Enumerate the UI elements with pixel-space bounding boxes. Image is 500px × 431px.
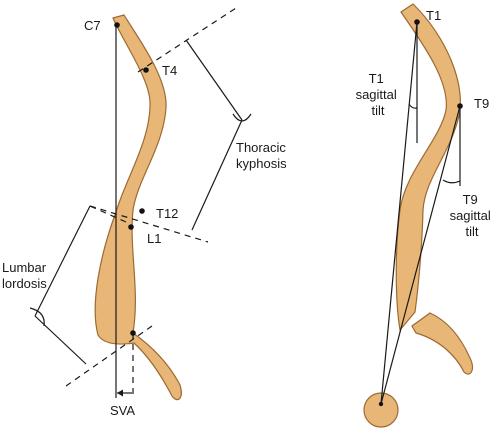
femoral-head	[363, 392, 399, 428]
thoracic-kyphosis-label: Thoracic kyphosis	[236, 140, 289, 171]
t4-perpendicular	[185, 39, 243, 121]
sva-label: SVA	[110, 403, 135, 418]
lumbar-lordosis-label-line-1: Lumbar	[2, 260, 47, 275]
t9-to-femoral-head-line	[380, 105, 461, 405]
left-spine-shape	[94, 14, 182, 401]
t9-sagittal-tilt-label-line-1: T9	[463, 192, 478, 207]
t1-to-femoral-head-line	[380, 21, 418, 405]
t1-sagittal-tilt-label-line-2: sagittal	[356, 87, 397, 102]
t12-endplate-line	[89, 205, 209, 243]
lumbar-lordosis-label: Lumbar lordosis	[2, 260, 50, 291]
lordosis-angle-arc	[29, 307, 45, 327]
t9-sagittal-tilt-label: T9 sagittal tilt	[450, 192, 495, 239]
thoracic-kyphosis-label-line-2: kyphosis	[236, 156, 287, 171]
t1-tilt-arc	[408, 103, 418, 109]
t9-point	[457, 103, 463, 109]
t4-label: T4	[162, 63, 177, 78]
t12-label: T12	[156, 206, 178, 221]
t1-point	[414, 19, 420, 25]
thoracic-kyphosis-label-line-1: Thoracic	[236, 140, 286, 155]
t9-sagittal-tilt-label-line-2: sagittal	[450, 208, 491, 223]
s1-perpendicular	[34, 315, 87, 365]
t1-label: T1	[426, 8, 441, 23]
t4-endplate-line	[137, 7, 237, 73]
t9-sagittal-tilt-label-line-3: tilt	[466, 224, 479, 239]
t12-point	[139, 208, 145, 214]
kyphosis-angle-arc	[232, 113, 252, 122]
s1-point	[130, 330, 136, 336]
l1-perpendicular	[34, 205, 91, 317]
t1-sagittal-tilt-label-line-3: tilt	[372, 103, 385, 118]
c7-point	[114, 22, 120, 28]
t9-tilt-arc	[442, 179, 461, 184]
sva-arrow-head	[117, 389, 123, 397]
right-sacrum-shape	[411, 312, 474, 375]
femoral-head-center-point	[378, 401, 384, 407]
t1-sagittal-tilt-label: T1 sagittal tilt	[356, 71, 401, 118]
left-spine-diagram: C7 T4 T12 L1 Thoracic kyphosis Lumbar lo…	[2, 7, 289, 418]
right-spine-diagram: T1 T9 T1 sagittal tilt T9 sagittal tilt	[356, 3, 495, 428]
t9-label: T9	[474, 96, 489, 111]
right-spine-shape	[395, 3, 461, 332]
t12-perpendicular	[191, 119, 243, 231]
l1-point	[128, 224, 134, 230]
lumbar-lordosis-label-line-2: lordosis	[2, 276, 47, 291]
c7-label: C7	[84, 18, 101, 33]
t1-sagittal-tilt-label-line-1: T1	[369, 71, 384, 86]
l1-label: L1	[147, 231, 161, 246]
t4-point	[143, 67, 149, 73]
